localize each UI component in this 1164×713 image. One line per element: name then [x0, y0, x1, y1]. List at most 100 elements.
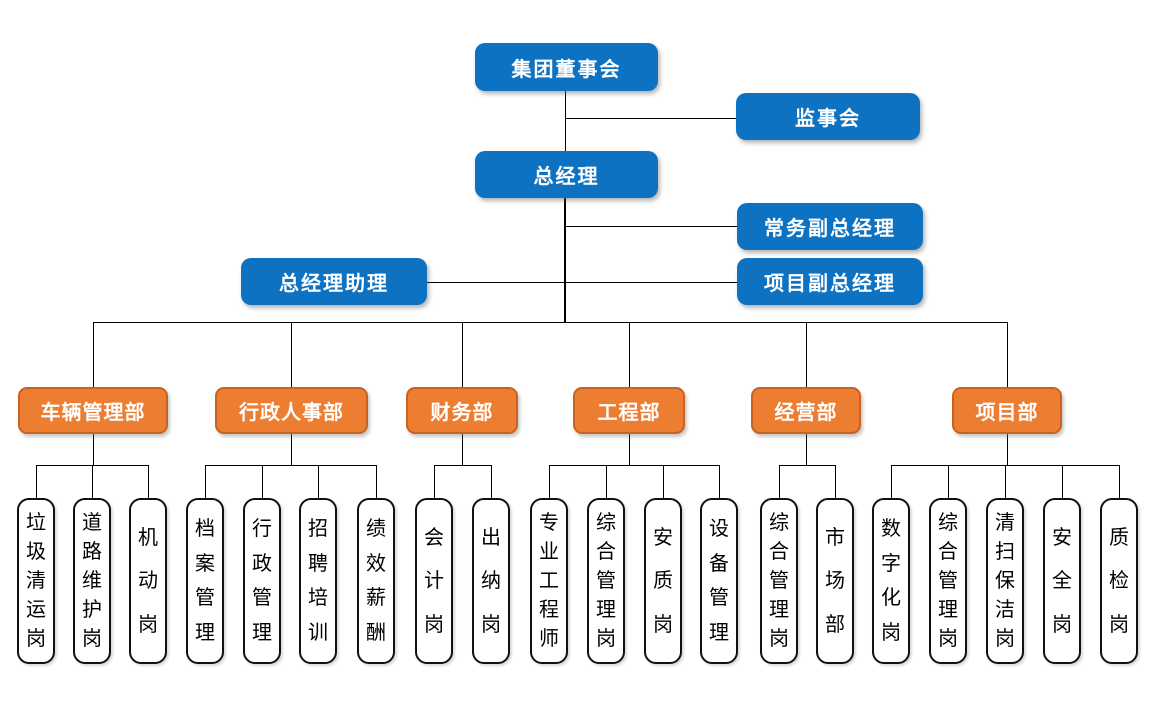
position-label: 行政管理 [252, 517, 272, 645]
connector-line [92, 465, 93, 498]
position-label: 质检岗 [1109, 526, 1129, 636]
connector-line [806, 322, 807, 387]
connector-line [719, 465, 720, 498]
position-professional-engineer: 专业工程师 [530, 498, 568, 664]
connector-line [93, 322, 94, 387]
position-label: 道路维护岗 [82, 512, 102, 650]
org-node-label: 常务副总经理 [764, 218, 896, 240]
position-safety: 安全岗 [1043, 498, 1081, 664]
position-label: 安全岗 [1052, 526, 1072, 636]
org-node-label: 总经理 [533, 166, 600, 188]
connector-line [36, 465, 37, 498]
connector-line [566, 118, 737, 119]
dept-vehicle-management: 车辆管理部 [18, 387, 168, 434]
org-node-label: 集团董事会 [511, 58, 622, 81]
position-label: 安质岗 [653, 526, 673, 636]
position-label: 机动岗 [138, 526, 158, 636]
position-road-maintenance: 道路维护岗 [73, 498, 111, 664]
position-safety-quality: 安质岗 [644, 498, 682, 664]
dept-finance: 财务部 [406, 387, 518, 434]
connector-line [462, 434, 463, 465]
position-cashier: 出纳岗 [472, 498, 510, 664]
dept-project: 项目部 [952, 387, 1062, 434]
position-label: 档案管理 [195, 517, 215, 645]
connector-line [291, 322, 292, 387]
connector-line [318, 465, 319, 498]
connector-line [262, 465, 263, 498]
connector-line [491, 465, 492, 498]
position-label: 数字化岗 [881, 517, 901, 645]
position-digitalization: 数字化岗 [872, 498, 910, 664]
dept-label: 财务部 [430, 402, 494, 424]
position-label: 绩效薪酬 [366, 517, 386, 645]
connector-line [806, 434, 807, 465]
position-general-management-proj: 综合管理岗 [929, 498, 967, 664]
dept-engineering: 工程部 [573, 387, 685, 434]
connector-line [434, 465, 435, 498]
connector-line [1007, 434, 1008, 465]
position-label: 会计岗 [424, 526, 444, 636]
position-label: 清扫保洁岗 [995, 512, 1015, 650]
connector-line [629, 322, 630, 387]
connector-line [427, 282, 737, 283]
connector-line [462, 322, 463, 387]
connector-line [291, 434, 292, 465]
org-node-general-manager: 总经理 [475, 151, 658, 198]
position-performance-pay: 绩效薪酬 [357, 498, 395, 664]
position-cleaning: 清扫保洁岗 [986, 498, 1024, 664]
dept-label: 项目部 [975, 402, 1039, 424]
connector-line [1007, 322, 1008, 387]
connector-line [205, 465, 376, 466]
connector-line [948, 465, 949, 498]
dept-label: 工程部 [597, 402, 661, 424]
connector-line [566, 226, 737, 227]
connector-line [549, 465, 550, 498]
org-node-gm-assistant: 总经理助理 [241, 258, 427, 305]
connector-line [891, 465, 892, 498]
org-node-label: 监事会 [795, 108, 861, 130]
position-label: 垃圾清运岗 [26, 512, 46, 650]
connector-line [606, 465, 607, 498]
position-label: 综合管理岗 [938, 512, 958, 650]
org-node-project-deputy-gm: 项目副总经理 [737, 258, 923, 305]
position-garbage-removal: 垃圾清运岗 [17, 498, 55, 664]
connector-line [1005, 465, 1006, 498]
connector-line [376, 465, 377, 498]
dept-label: 车辆管理部 [40, 402, 146, 424]
position-label: 设备管理 [709, 517, 729, 645]
position-recruit-training: 招聘培训 [299, 498, 337, 664]
org-node-label: 项目副总经理 [764, 273, 896, 295]
position-quality-inspection: 质检岗 [1100, 498, 1138, 664]
connector-line [93, 322, 1008, 323]
connector-line [1062, 465, 1063, 498]
dept-operations: 经营部 [751, 387, 861, 434]
connector-line [564, 198, 566, 322]
org-node-supervisory-board: 监事会 [736, 93, 920, 140]
position-general-management-eng: 综合管理岗 [587, 498, 625, 664]
connector-line [549, 465, 719, 466]
position-admin-management: 行政管理 [243, 498, 281, 664]
position-general-management-ops: 综合管理岗 [760, 498, 798, 664]
org-node-board: 集团董事会 [475, 43, 658, 91]
position-archives-management: 档案管理 [186, 498, 224, 664]
org-node-executive-deputy-gm: 常务副总经理 [737, 203, 923, 250]
connector-line [663, 465, 664, 498]
connector-line [629, 434, 630, 465]
position-equipment-management: 设备管理 [700, 498, 738, 664]
position-market: 市场部 [816, 498, 854, 664]
connector-line [779, 465, 780, 498]
position-label: 专业工程师 [539, 512, 559, 650]
connector-line [565, 91, 566, 151]
connector-line [205, 465, 206, 498]
position-accounting: 会计岗 [415, 498, 453, 664]
position-label: 市场部 [825, 526, 845, 636]
dept-label: 行政人事部 [239, 402, 344, 424]
connector-line [835, 465, 836, 498]
connector-line [779, 465, 835, 466]
position-label: 综合管理岗 [596, 512, 616, 650]
dept-label: 经营部 [774, 402, 838, 424]
dept-admin-hr: 行政人事部 [215, 387, 368, 434]
connector-line [148, 465, 149, 498]
position-label: 出纳岗 [481, 526, 501, 636]
